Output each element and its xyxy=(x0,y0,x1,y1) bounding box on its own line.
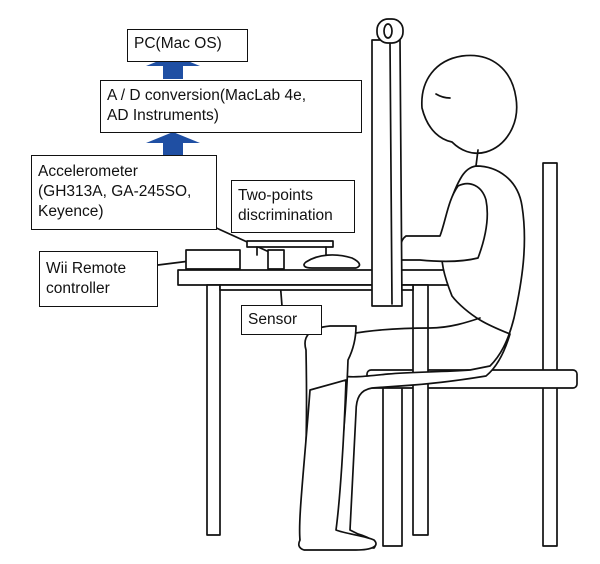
accelerometer-box: Accelerometer (GH313A, GA-245SO, Keyence… xyxy=(31,155,217,230)
wii-remote-device xyxy=(185,249,241,270)
ad-conversion-box: A / D conversion(MacLab 4e, AD Instrumen… xyxy=(100,80,362,133)
wii-remote-box: Wii Remote controller xyxy=(39,251,158,307)
leader-accelerometer xyxy=(211,225,279,257)
flow-arrow-accelerometer-to-ad xyxy=(146,132,200,155)
two-points-discrimination-device xyxy=(246,240,334,256)
two-points-discrimination-box: Two-points discrimination xyxy=(231,180,355,233)
sensor-box: Sensor xyxy=(241,305,322,335)
seated-person xyxy=(297,54,526,551)
leader-wii xyxy=(157,260,191,266)
hand xyxy=(303,254,361,269)
pc-box: PC(Mac OS) xyxy=(127,29,248,62)
monitor xyxy=(371,18,404,307)
sensor-device xyxy=(267,249,285,270)
